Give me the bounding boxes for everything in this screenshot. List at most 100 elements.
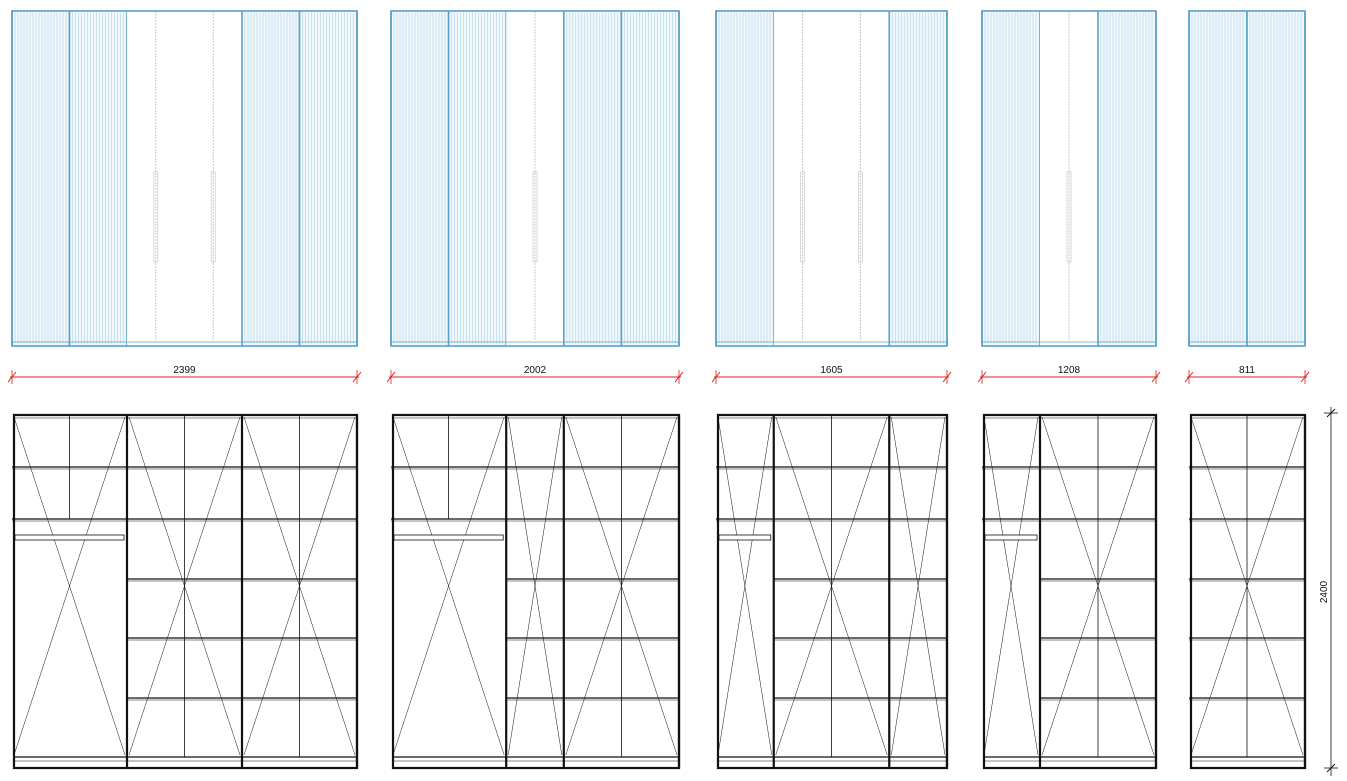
front-outline	[1188, 10, 1306, 347]
height-dimension-tick	[1326, 763, 1336, 773]
front-elevation	[11, 10, 358, 347]
door-handle	[532, 171, 538, 263]
glass-hatch	[451, 13, 503, 343]
width-dimension: 1605	[711, 365, 952, 384]
diagonal-line	[717, 416, 772, 756]
hanging-rail	[393, 534, 504, 541]
width-dimension-label: 1208	[1058, 365, 1081, 376]
front-elevation	[715, 10, 948, 347]
height-dimension: 2400	[1319, 407, 1338, 776]
section-hanging	[391, 415, 508, 768]
hanging-rail	[14, 534, 125, 541]
glass-door-panel	[1098, 11, 1156, 346]
glass-hatch	[14, 13, 67, 343]
glass-door-panel	[716, 11, 774, 346]
section-shelves	[242, 415, 359, 768]
front-outline	[715, 10, 948, 347]
glass-hatch	[1100, 13, 1153, 343]
carcass-elevation	[716, 413, 949, 770]
carcass-elevation	[1189, 413, 1307, 770]
glass-hatch	[1249, 13, 1302, 343]
hanging-rail	[984, 534, 1038, 541]
plain-door-panel	[831, 11, 890, 346]
wardrobe-1605: 1605	[711, 10, 952, 770]
glass-door-panel	[1247, 11, 1305, 346]
glass-hatch	[244, 13, 297, 343]
diagonal-line	[891, 416, 946, 756]
glass-door-panel	[563, 11, 622, 346]
section-hanging	[716, 415, 775, 768]
carcass-frame	[1189, 413, 1307, 770]
glass-hatch	[718, 13, 771, 343]
front-elevation	[981, 10, 1157, 347]
diagonal-line	[507, 416, 563, 756]
front-outline	[981, 10, 1157, 347]
front-outline	[11, 10, 358, 347]
width-dimension: 2002	[386, 365, 684, 384]
plain-door-panel	[184, 11, 242, 346]
front-outline	[390, 10, 680, 347]
hanging-rail	[718, 534, 772, 541]
wardrobe-2002: 2002	[386, 10, 684, 770]
carcass-elevation	[12, 413, 359, 770]
plain-door-panel	[506, 11, 564, 346]
glass-hatch	[984, 13, 1037, 343]
door-handle	[800, 171, 806, 263]
door-handle	[1066, 171, 1072, 263]
glass-door-panel	[982, 11, 1040, 346]
carcass-frame	[12, 413, 359, 770]
width-dimension-label: 2002	[524, 365, 547, 376]
diagonal-line	[13, 416, 126, 756]
glass-hatch	[566, 13, 619, 343]
glass-door-panel	[1189, 11, 1247, 346]
carcass-frame	[391, 413, 681, 770]
door-handle	[210, 171, 216, 263]
door-handle	[153, 171, 159, 263]
carcass-elevation	[982, 413, 1158, 770]
section-shelves	[889, 415, 949, 768]
section-shelves	[506, 415, 565, 768]
section-shelves	[1040, 415, 1158, 768]
glass-hatch	[302, 13, 354, 343]
glass-door-panel	[448, 11, 507, 346]
section-shelves	[127, 415, 244, 768]
front-elevation	[1188, 10, 1306, 347]
section-hanging	[982, 415, 1042, 768]
width-dimension: 811	[1184, 365, 1310, 384]
glass-door-panel	[242, 11, 300, 346]
section-shelves	[773, 415, 891, 768]
width-dimension: 1208	[977, 365, 1161, 384]
glass-door-panel	[621, 11, 679, 346]
wardrobe-2399: 2399	[7, 10, 362, 770]
height-dimension-tick	[1326, 408, 1336, 418]
glass-hatch	[891, 13, 944, 343]
width-dimension: 2399	[7, 365, 362, 384]
glass-door-panel	[889, 11, 947, 346]
wardrobe-811: 811	[1184, 10, 1310, 770]
glass-door-panel	[299, 11, 357, 346]
glass-door-panel	[391, 11, 449, 346]
glass-hatch	[72, 13, 124, 343]
carcass-frame	[716, 413, 949, 770]
diagonal-line	[392, 416, 505, 756]
plain-door-panel	[1040, 11, 1098, 346]
carcass-frame	[982, 413, 1158, 770]
section-shelves	[563, 415, 681, 768]
glass-hatch	[624, 13, 676, 343]
diagonal-line	[983, 416, 1039, 756]
glass-door-panel	[69, 11, 127, 346]
width-dimension-label: 811	[1239, 365, 1255, 376]
door-handle	[857, 171, 863, 263]
section-hanging	[12, 415, 129, 768]
wardrobe-1208: 1208	[977, 10, 1161, 770]
glass-door-panel	[12, 11, 70, 346]
glass-hatch	[393, 13, 446, 343]
plain-door-panel	[773, 11, 832, 346]
width-dimension-label: 2399	[173, 365, 196, 376]
front-elevation	[390, 10, 680, 347]
carcass-elevation	[391, 413, 681, 770]
section-shelves	[1189, 415, 1307, 768]
height-dimension-label: 2400	[1319, 580, 1330, 603]
width-dimension-label: 1605	[820, 365, 843, 376]
